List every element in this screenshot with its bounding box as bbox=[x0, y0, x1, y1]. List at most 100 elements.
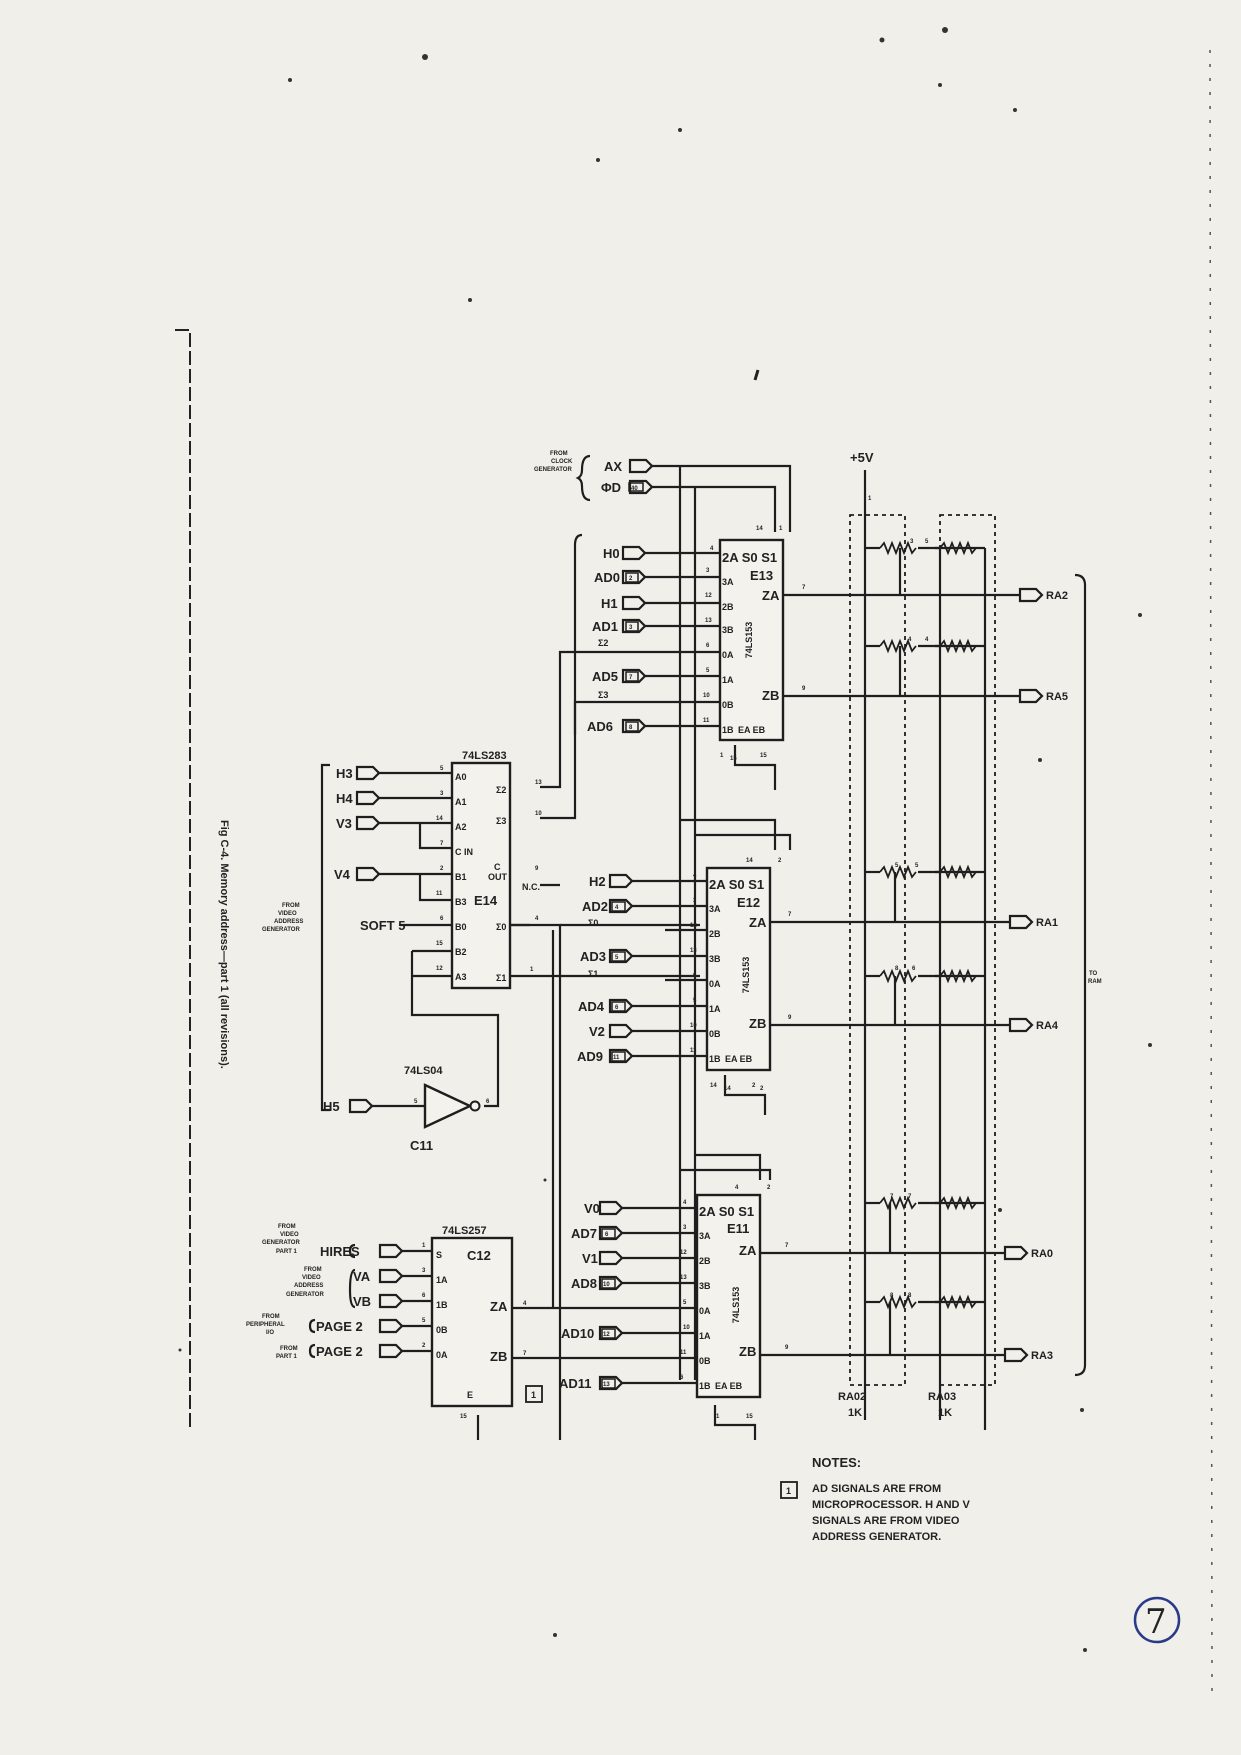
notes-line-2: MICROPROCESSOR. H AND V bbox=[812, 1499, 971, 1511]
resistors bbox=[879, 540, 977, 1310]
svg-text:7: 7 bbox=[440, 841, 444, 847]
svg-text:S: S bbox=[436, 1250, 442, 1260]
svg-text:PART 1: PART 1 bbox=[276, 1354, 298, 1360]
svg-text:7: 7 bbox=[523, 1351, 527, 1357]
svg-text:N.C.: N.C. bbox=[522, 882, 540, 892]
svg-text:FROM: FROM bbox=[262, 1314, 280, 1320]
notes-item-box bbox=[780, 1481, 798, 1499]
svg-text:ZA: ZA bbox=[762, 588, 780, 603]
svg-text:A0: A0 bbox=[455, 772, 467, 782]
chip-e11: 2A S0 S1 E11 3A 2B 3B 0A 1A 0B 1B ZA ZB … bbox=[695, 1193, 762, 1399]
connector-pin-numbers: 40 2 3 7 8 4 5 6 11 6 10 12 13 bbox=[603, 486, 638, 1388]
svg-text:11: 11 bbox=[703, 718, 710, 724]
svg-text:12: 12 bbox=[603, 1332, 610, 1338]
svg-text:B1: B1 bbox=[455, 872, 467, 882]
svg-text:10: 10 bbox=[683, 1325, 690, 1331]
connector-pin-boxes bbox=[601, 482, 644, 1389]
svg-text:3A: 3A bbox=[722, 577, 734, 587]
svg-text:VIDEO: VIDEO bbox=[280, 1232, 299, 1238]
binding-edge-line bbox=[175, 329, 191, 1430]
svg-text:14: 14 bbox=[436, 816, 443, 822]
svg-text:0B: 0B bbox=[722, 700, 734, 710]
svg-text:2: 2 bbox=[752, 1083, 756, 1089]
svg-text:H1: H1 bbox=[601, 596, 618, 611]
svg-text:AD2: AD2 bbox=[582, 899, 608, 914]
svg-text:VIDEO: VIDEO bbox=[278, 911, 297, 917]
svg-text:GENERATOR: GENERATOR bbox=[534, 467, 572, 473]
svg-text:15: 15 bbox=[730, 756, 737, 762]
svg-text:13: 13 bbox=[603, 1382, 610, 1388]
svg-text:FROM: FROM bbox=[282, 903, 300, 909]
svg-text:14: 14 bbox=[746, 858, 753, 864]
svg-text:ZA: ZA bbox=[490, 1299, 508, 1314]
svg-text:AD5: AD5 bbox=[592, 669, 618, 684]
svg-text:0A: 0A bbox=[699, 1306, 711, 1316]
svg-text:6: 6 bbox=[440, 916, 444, 922]
svg-text:5: 5 bbox=[706, 668, 710, 674]
svg-text:SOFT 5: SOFT 5 bbox=[360, 918, 406, 933]
svg-text:6: 6 bbox=[486, 1099, 490, 1105]
svg-text:5: 5 bbox=[693, 998, 697, 1004]
svg-text:4: 4 bbox=[693, 873, 697, 879]
svg-text:A3: A3 bbox=[455, 972, 467, 982]
svg-text:1A: 1A bbox=[699, 1331, 711, 1341]
svg-text:C11: C11 bbox=[410, 1138, 433, 1153]
svg-text:VA: VA bbox=[353, 1269, 371, 1284]
svg-text:EA EB: EA EB bbox=[725, 1054, 753, 1064]
output-labels: RA2 RA5 RA1 RA4 RA0 RA3 TO RAM bbox=[1031, 590, 1102, 1362]
page-number-circle bbox=[1133, 1596, 1181, 1644]
figure-caption: Fig C-4. Memory address—part 1 (all revi… bbox=[218, 820, 230, 1069]
svg-text:74LS283: 74LS283 bbox=[462, 750, 507, 762]
svg-text:3A: 3A bbox=[709, 904, 721, 914]
svg-text:9: 9 bbox=[802, 686, 806, 692]
ra02-label: RA02 bbox=[838, 1391, 866, 1403]
svg-text:40: 40 bbox=[631, 486, 638, 492]
svg-text:Σ2: Σ2 bbox=[496, 785, 506, 795]
svg-text:8: 8 bbox=[908, 1293, 912, 1299]
svg-text:3: 3 bbox=[910, 539, 914, 545]
svg-text:1: 1 bbox=[779, 526, 783, 532]
svg-text:4: 4 bbox=[683, 1200, 687, 1206]
svg-text:2: 2 bbox=[760, 1086, 764, 1092]
page-number: 7 bbox=[1145, 1602, 1167, 1642]
svg-text:3: 3 bbox=[706, 568, 710, 574]
svg-text:V0: V0 bbox=[584, 1201, 600, 1216]
note-marker-number: 1 bbox=[531, 1390, 536, 1400]
svg-text:15: 15 bbox=[746, 1414, 753, 1420]
vcc-label: +5V bbox=[850, 450, 874, 465]
svg-text:FROM: FROM bbox=[278, 1224, 296, 1230]
svg-text:1A: 1A bbox=[722, 675, 734, 685]
svg-text:74LS153: 74LS153 bbox=[741, 957, 751, 994]
svg-text:2A S0 S1: 2A S0 S1 bbox=[722, 550, 777, 565]
svg-text:2: 2 bbox=[422, 1343, 426, 1349]
svg-text:4: 4 bbox=[535, 916, 539, 922]
svg-text:9: 9 bbox=[785, 1345, 789, 1351]
svg-text:7: 7 bbox=[788, 912, 792, 918]
svg-text:V2: V2 bbox=[589, 1024, 605, 1039]
svg-text:1B: 1B bbox=[722, 725, 734, 735]
svg-text:E: E bbox=[467, 1390, 473, 1400]
svg-text:10: 10 bbox=[603, 1282, 610, 1288]
svg-text:EA EB: EA EB bbox=[738, 725, 766, 735]
svg-text:6: 6 bbox=[693, 973, 697, 979]
svg-text:ZB: ZB bbox=[490, 1349, 507, 1364]
svg-text:A1: A1 bbox=[455, 797, 467, 807]
svg-text:3B: 3B bbox=[709, 954, 721, 964]
svg-text:ZA: ZA bbox=[739, 1243, 757, 1258]
svg-text:9: 9 bbox=[535, 866, 539, 872]
svg-text:RAM: RAM bbox=[1088, 979, 1102, 985]
svg-text:B2: B2 bbox=[455, 947, 467, 957]
svg-text:ΦD: ΦD bbox=[601, 480, 621, 495]
svg-text:3B: 3B bbox=[699, 1281, 711, 1291]
svg-text:ADDRESS: ADDRESS bbox=[294, 1283, 323, 1289]
svg-text:6: 6 bbox=[605, 1232, 609, 1238]
svg-text:2B: 2B bbox=[709, 929, 721, 939]
svg-text:AX: AX bbox=[604, 459, 622, 474]
svg-text:5: 5 bbox=[615, 955, 619, 961]
svg-text:3: 3 bbox=[422, 1268, 426, 1274]
svg-text:V3: V3 bbox=[336, 816, 352, 831]
svg-text:0A: 0A bbox=[436, 1350, 448, 1360]
svg-text:E11: E11 bbox=[727, 1221, 749, 1236]
svg-text:4: 4 bbox=[710, 546, 714, 552]
svg-text:2: 2 bbox=[440, 866, 444, 872]
